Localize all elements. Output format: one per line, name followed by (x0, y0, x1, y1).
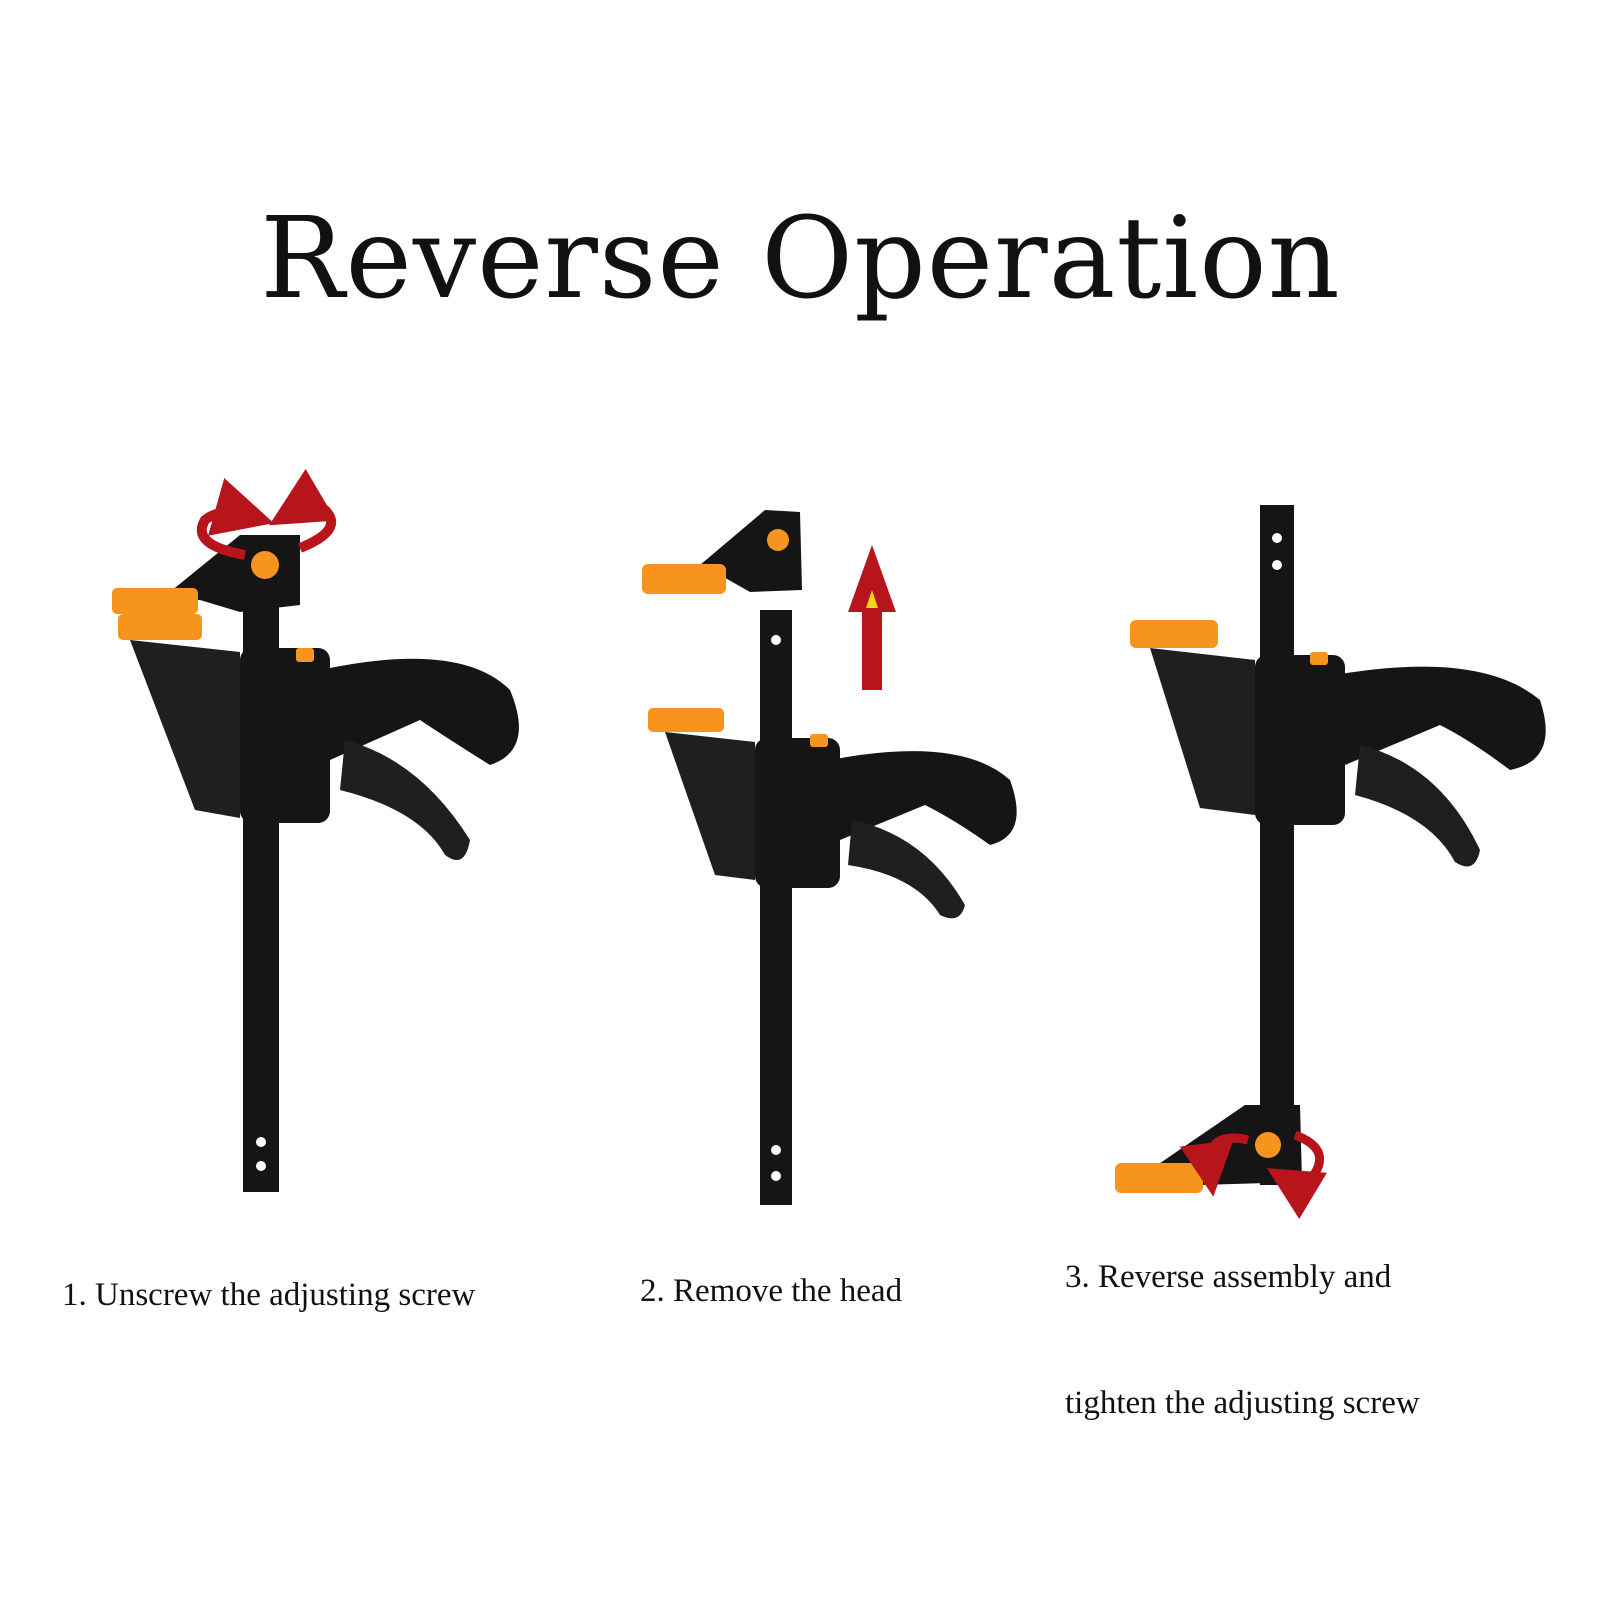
clamp-handle (320, 658, 519, 765)
clamp-handle (830, 751, 1017, 845)
rotate-arrow-icon (269, 468, 337, 553)
adjusting-screw-icon (767, 529, 789, 551)
step-1-caption: 1. Unscrew the adjusting screw (62, 1277, 476, 1313)
clamp-body (755, 738, 840, 888)
clamp-step-2 (642, 510, 1017, 1205)
clamp-body (665, 732, 755, 880)
jaw-pad (118, 614, 202, 640)
adjusting-screw-icon (1255, 1132, 1281, 1158)
clamp-body (240, 648, 330, 823)
clamp-trigger (848, 820, 965, 919)
jaw-pad (642, 564, 726, 594)
clamp-body (1255, 655, 1345, 825)
step-3-caption-line-2: tighten the adjusting screw (1065, 1385, 1420, 1421)
clamp-trigger (340, 740, 470, 860)
step-3-caption-line-1: 3. Reverse assembly and (1065, 1259, 1392, 1295)
clamp-handle (1335, 666, 1546, 770)
clamp-step-1 (112, 468, 519, 1192)
jaw-pad (1115, 1163, 1203, 1193)
bar-hole (1272, 560, 1282, 570)
clamp-body (130, 640, 240, 818)
clamp-bar (760, 610, 792, 1205)
adjusting-screw-icon (251, 551, 279, 579)
bar-hole (256, 1137, 266, 1147)
rotate-arrow-icon (1179, 1133, 1250, 1197)
bar-hole (771, 635, 781, 645)
clamp-body (1150, 648, 1255, 815)
jaw-pad (112, 588, 198, 614)
up-arrow-icon (848, 545, 896, 690)
jaw-pad (648, 708, 724, 732)
release-button (296, 648, 314, 662)
clamp-step-3 (1115, 505, 1546, 1220)
rotate-arrow-icon (1266, 1130, 1328, 1220)
bar-hole (1272, 533, 1282, 543)
release-button (810, 734, 828, 747)
bar-hole (256, 1161, 266, 1171)
release-button (1310, 652, 1328, 665)
step-2-caption: 2. Remove the head (640, 1273, 903, 1309)
page-title: Reverse Operation (260, 194, 1341, 325)
clamp-trigger (1355, 745, 1480, 867)
bar-hole (771, 1145, 781, 1155)
bar-hole (771, 1171, 781, 1181)
jaw-pad (1130, 620, 1218, 648)
rotate-arrow-icon (196, 478, 274, 560)
clamp-bar (1260, 505, 1294, 1185)
